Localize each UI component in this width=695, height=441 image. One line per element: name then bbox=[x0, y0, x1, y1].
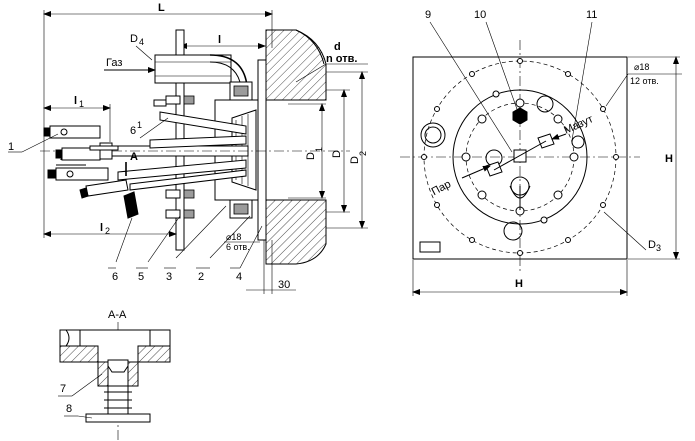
dim-D: D bbox=[331, 150, 343, 158]
callout-8: 8 bbox=[66, 403, 72, 415]
section-body bbox=[97, 361, 109, 387]
dim-d: d bbox=[334, 41, 341, 53]
dim-6-holes: 6 отв. bbox=[226, 242, 250, 252]
svg-text:3: 3 bbox=[656, 243, 661, 253]
dim-12-holes: 12 отв. bbox=[630, 76, 659, 86]
callout-2: 2 bbox=[198, 271, 204, 283]
section-title: A-A bbox=[108, 309, 127, 321]
section-handwheel bbox=[85, 413, 151, 423]
dim-l2: l bbox=[100, 222, 103, 234]
dim-l: l bbox=[218, 34, 221, 46]
section-view-a-a: A-A 7 8 bbox=[58, 309, 171, 441]
callout-9: 9 bbox=[425, 9, 431, 21]
dim-n-holes: n отв. bbox=[326, 53, 357, 65]
front-view: Пар Мазут 9 10 11 ⌀18 12 отв. D 3 H H bbox=[400, 9, 682, 296]
furnace-wall-bottom bbox=[265, 199, 327, 265]
svg-text:4: 4 bbox=[139, 37, 144, 47]
steam-lance bbox=[159, 111, 247, 135]
dim-30: 30 bbox=[278, 279, 290, 291]
dim-D1: D bbox=[305, 152, 317, 160]
plate-bolts bbox=[153, 95, 195, 219]
callout-4: 4 bbox=[236, 271, 242, 283]
dim-D3: D bbox=[648, 239, 656, 251]
section-mark-a-right: A bbox=[130, 151, 138, 163]
callout-5: 5 bbox=[138, 271, 144, 283]
svg-text:2: 2 bbox=[358, 151, 368, 156]
callout-11: 11 bbox=[586, 9, 597, 21]
svg-text:1: 1 bbox=[79, 99, 84, 109]
dim-L: L bbox=[158, 2, 165, 14]
dim-hole18-side: ⌀18 bbox=[226, 232, 241, 242]
furnace-wall-top bbox=[265, 29, 327, 101]
gas-label: Газ bbox=[106, 57, 122, 69]
svg-text:1: 1 bbox=[137, 120, 142, 130]
fuel-connections bbox=[43, 125, 139, 219]
callout-7: 7 bbox=[60, 383, 66, 395]
callout-10: 10 bbox=[474, 9, 486, 21]
lower-lance bbox=[117, 159, 247, 181]
dim-H-right: H bbox=[665, 153, 673, 165]
side-view: L l Газ D 4 bbox=[8, 2, 368, 294]
gas-pipe bbox=[154, 54, 232, 84]
steam-label: Пар bbox=[430, 178, 453, 198]
callout-6: 6 bbox=[112, 271, 118, 283]
svg-text:2: 2 bbox=[105, 226, 110, 236]
sight-port bbox=[420, 122, 446, 148]
dim-D2: D bbox=[349, 156, 361, 164]
svg-text:1: 1 bbox=[314, 147, 324, 152]
callout-3: 3 bbox=[166, 271, 172, 283]
dim-H-bottom: H bbox=[515, 278, 523, 290]
fuel-oil-label: Мазут bbox=[562, 113, 595, 136]
callout-1: 1 bbox=[8, 141, 14, 153]
inner-holes bbox=[461, 90, 579, 224]
dim-l1: l bbox=[74, 95, 77, 107]
dim-hole18-front: ⌀18 bbox=[634, 62, 649, 72]
dim-D4: D bbox=[130, 33, 138, 45]
nameplate bbox=[419, 241, 441, 253]
callout-6-prime: 6 bbox=[130, 125, 136, 137]
plate-holes bbox=[421, 58, 619, 256]
